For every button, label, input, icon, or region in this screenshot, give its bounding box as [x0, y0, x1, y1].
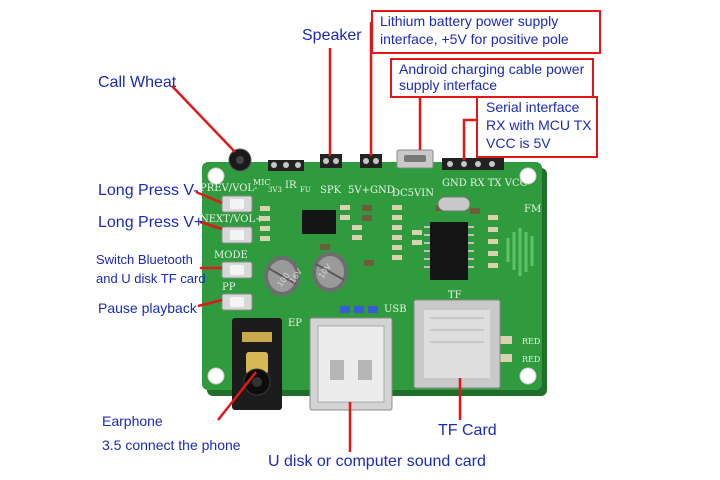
label-switch-line1: Switch Bluetooth	[96, 252, 193, 267]
battery-callout-box	[371, 10, 601, 54]
battery-callout-line1: Lithium battery power supply	[380, 13, 559, 29]
silk-dc5vin: DC5VIN	[392, 188, 434, 199]
serial-callout-box	[476, 96, 598, 158]
red-led-1	[500, 336, 512, 344]
silk-gnd-rx-tx-vcc: GND RX TX VCC	[442, 178, 528, 189]
callout-line-pp	[197, 298, 223, 308]
crystal	[437, 196, 471, 212]
android-callout-line2: supply interface	[399, 77, 498, 93]
callout-line-mic	[171, 85, 236, 153]
tf-card-slot	[413, 299, 501, 389]
serial-callout-line3: VCC is 5V	[486, 135, 551, 151]
spk-header	[320, 154, 342, 168]
label-earphone-line1: Earphone	[102, 413, 163, 429]
label-long-press-v-plus: Long Press V+	[98, 214, 204, 231]
mount-hole-br	[519, 367, 537, 385]
silk-tf: TF	[448, 290, 462, 301]
silk-red-2: RED	[522, 355, 540, 364]
mount-hole-bl	[207, 367, 225, 385]
callout-line-prev	[195, 190, 223, 205]
silk-mode: MODE	[214, 250, 248, 261]
silk-3v3: 3V3	[268, 186, 282, 194]
mode-button	[221, 261, 253, 279]
android-callout-box	[390, 58, 594, 98]
battery-callout-line2: interface, +5V for positive pole	[380, 31, 569, 47]
smd-resistors	[260, 205, 498, 268]
label-call-wheat: Call Wheat	[98, 74, 177, 91]
silk-next-vol: NEXT/VOL+	[200, 214, 263, 225]
audio-jack	[232, 318, 282, 410]
label-speaker: Speaker	[302, 27, 362, 44]
silk-fu: FU	[300, 186, 311, 194]
serial-callout-line2: RX with MCU TX	[486, 117, 592, 133]
battery-header	[360, 154, 382, 168]
label-pause-playback: Pause playback	[98, 300, 197, 316]
callout-line-serial	[462, 118, 478, 160]
red-led-2	[500, 354, 512, 362]
bt-antenna	[506, 228, 534, 276]
silk-usb: USB	[384, 304, 407, 315]
capacitor-1: 100 16V	[264, 256, 304, 296]
label-long-press-v-minus: Long Press V-	[98, 182, 199, 199]
usb-a-port	[309, 317, 393, 411]
silk-fm: FM	[524, 204, 541, 215]
prev-vol-button	[221, 195, 253, 213]
capacitor-2: 10V	[312, 252, 348, 292]
serial-callout-line1: Serial interface	[486, 99, 580, 115]
pp-button	[221, 293, 253, 311]
mount-hole-tl	[207, 167, 225, 185]
amp-chip	[302, 210, 336, 234]
silk-prev-vol: PREV/VOL-	[200, 183, 257, 194]
silk-ir: IR	[285, 180, 297, 191]
serial-header	[442, 158, 504, 170]
label-switch-line2: and U disk TF card	[96, 271, 206, 286]
silk-ep: EP	[288, 318, 302, 329]
callout-line-next	[199, 220, 223, 231]
label-earphone-line2: 3.5 connect the phone	[102, 437, 241, 453]
next-vol-button	[221, 226, 253, 244]
silk-5v-gnd: 5V+GND	[348, 185, 395, 196]
label-udisk: U disk or computer sound card	[268, 453, 486, 470]
silk-mic: MIC	[253, 178, 270, 187]
silk-pp: PP	[222, 282, 236, 293]
main-chip	[430, 222, 468, 280]
blue-leds	[340, 306, 378, 313]
mount-hole-tr	[519, 167, 537, 185]
silk-red-1: RED	[522, 337, 540, 346]
label-tf-card: TF Card	[438, 422, 497, 439]
android-callout-line1: Android charging cable power	[399, 61, 585, 77]
silk-spk: SPK	[320, 185, 342, 196]
callout-line-earphone	[217, 371, 257, 421]
micro-usb-port	[396, 149, 434, 169]
ir-header	[268, 160, 304, 171]
